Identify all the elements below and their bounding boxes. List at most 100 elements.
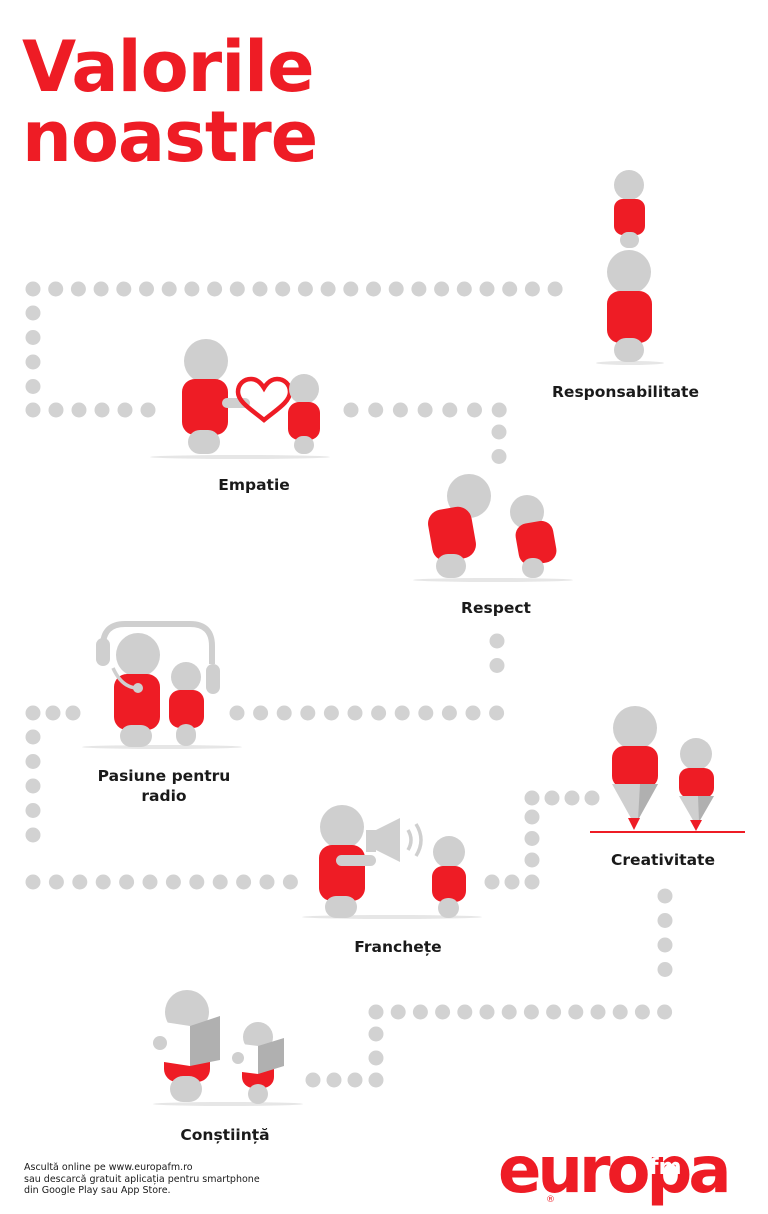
path-dot [456,281,472,297]
path-dot [390,1004,406,1020]
path-dot [142,874,158,890]
path-dot [25,729,41,745]
path-dot [95,874,111,890]
path-dot [657,913,673,928]
responsabilitate-figure [596,170,664,365]
path-dot [25,803,41,818]
path-dot [282,874,298,890]
path-dot [297,281,313,297]
path-dot [434,281,450,297]
path-dot [524,809,540,825]
path-dot [417,402,433,418]
path-dot [323,705,339,721]
path-dot [479,1004,495,1020]
empatie-figure [150,339,330,459]
path-dot [229,281,245,297]
path-dot [388,281,404,297]
path-dot [326,1072,342,1088]
label-pasiune-line-1: Pasiune pentru [97,767,231,785]
path-dot [45,705,61,721]
path-dot [524,281,540,297]
path-dot [564,790,580,806]
path-dot [412,1004,428,1020]
path-dot [25,281,41,297]
path-dot [491,402,507,418]
creativitate-figure [590,706,745,833]
path-dot [189,874,205,890]
path-dot [72,874,88,890]
path-dot [368,1004,384,1020]
path-dot [457,1004,473,1020]
path-dot [165,874,181,890]
path-dot [524,831,540,846]
pasiune-figure [82,621,242,749]
path-dot [117,402,133,418]
logo-registered: ® [546,1195,555,1205]
path-dot [207,281,223,297]
path-dot [392,402,408,418]
path-dot [347,705,363,721]
path-dot [25,827,41,843]
path-dot [366,281,381,297]
dotted-path [25,281,673,1088]
footer-line-2: sau descarcă gratuit aplicația pentru sm… [24,1173,260,1185]
constiinta-figure [153,990,303,1106]
path-dot [140,402,156,418]
path-dot [489,633,505,649]
path-dot [252,281,268,297]
label-pasiune-line-2: radio [141,787,187,805]
path-dot [489,658,505,673]
path-dot [368,1026,384,1042]
path-dot [465,705,481,721]
path-dot [25,402,41,418]
europafm-logo[interactable]: europa fm ® [498,1134,766,1206]
path-dot [441,705,457,721]
path-dot [300,705,316,721]
path-dot [93,281,109,297]
path-dot [612,1004,628,1020]
footer-line-3: din Google Play sau App Store. [24,1185,171,1196]
franchete-figure [302,805,482,919]
path-dot [524,874,540,890]
path-dot [368,402,384,418]
path-dot [48,281,64,297]
path-dot [229,705,245,721]
path-dot [491,449,507,464]
path-dot [25,754,41,769]
path-dot [502,281,518,297]
path-dot [65,705,81,721]
path-dot [504,874,520,890]
path-dot [411,281,427,297]
path-dot [48,874,64,890]
path-dot [590,1004,606,1020]
path-dot [489,705,505,721]
label-franchete: Franchețe [354,938,442,956]
path-dot [212,874,228,890]
path-dot [442,402,458,418]
path-dot [48,402,64,418]
logo-wordmark: europa [498,1134,728,1206]
path-dot [657,1004,673,1020]
footer-text: Ascultă online pe www.europafm.ro sau de… [24,1162,260,1197]
path-dot [467,402,482,418]
logo-fm: fm [649,1155,682,1180]
path-dot [320,281,336,297]
path-dot [418,705,434,721]
path-dot [71,402,87,418]
path-dot [236,874,252,890]
path-dot [25,305,41,321]
path-dot [119,874,135,890]
path-dot [491,424,507,440]
path-dot [634,1004,650,1020]
path-dot [253,705,269,721]
path-dot [657,888,673,904]
page-title: Valorile noastre [22,32,318,172]
path-dot [523,1004,539,1020]
label-empatie: Empatie [218,476,290,494]
respect-figure [413,474,573,582]
path-dot [368,1072,384,1088]
path-dot [368,1050,384,1066]
path-dot [484,874,500,890]
label-responsabilitate: Responsabilitate [552,383,699,401]
path-dot [276,705,292,721]
